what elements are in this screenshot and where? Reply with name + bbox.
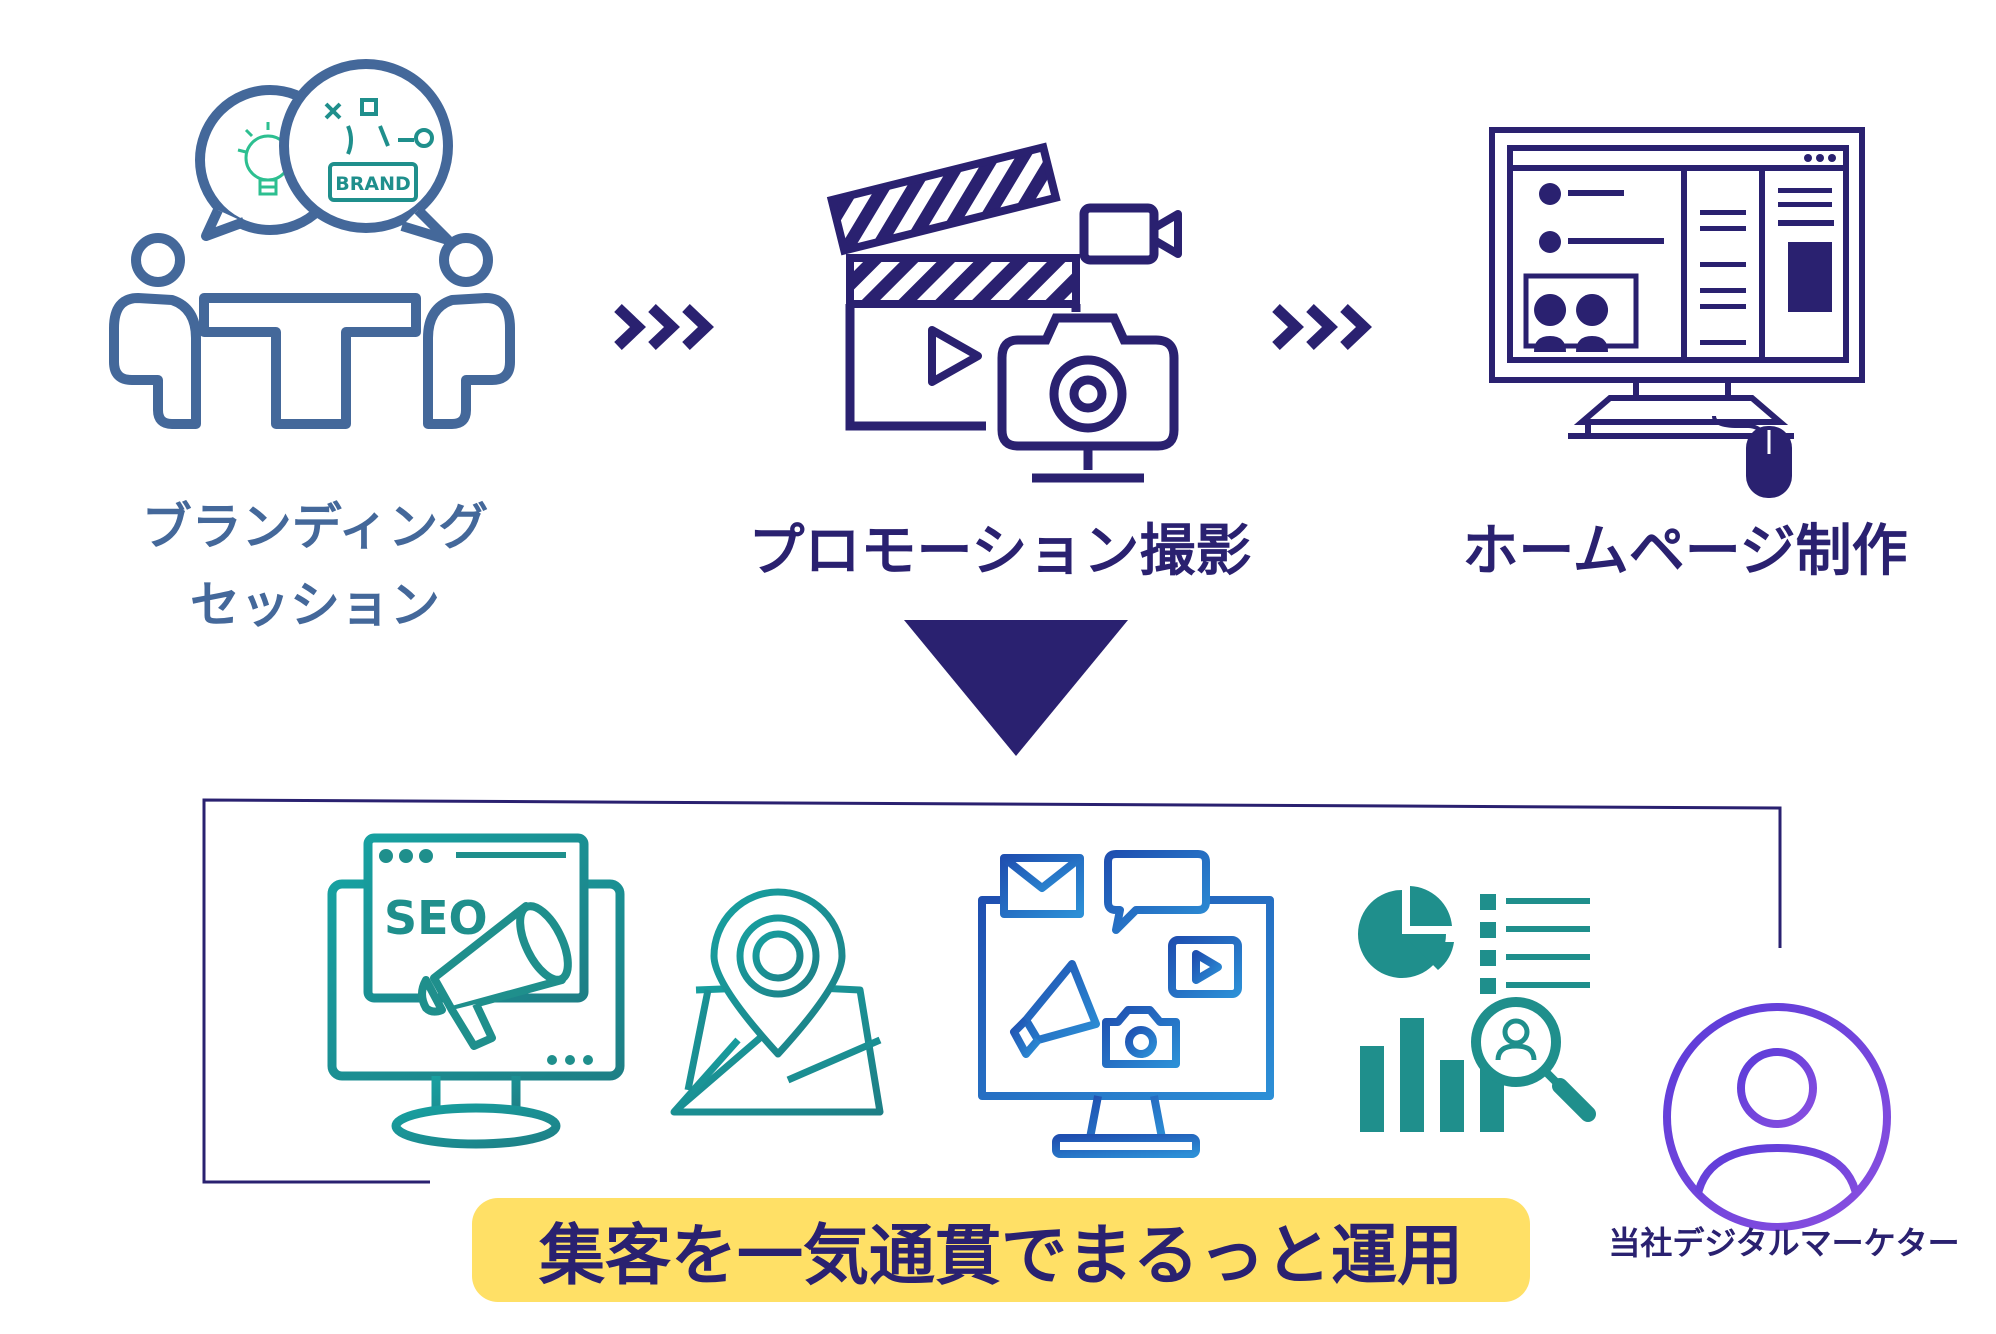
branding-label-line1: ブランディング — [141, 498, 489, 556]
person-head-right — [439, 233, 493, 287]
down-arrow-icon — [904, 620, 1128, 756]
banner-text: 集客を一気通貫でまるっと運用 — [539, 1217, 1463, 1294]
homepage-label: ホームページ制作 — [1462, 519, 1908, 584]
video-camera-icon — [1079, 203, 1182, 265]
digital-marketing-monitor-icon — [978, 850, 1274, 1158]
user-avatar-icon — [1663, 1003, 1891, 1231]
megaphone-icon — [418, 902, 572, 1050]
branding-label-line2: セッション — [190, 576, 440, 634]
summary-banner: 集客を一気通貫でまるっと運用 — [472, 1198, 1530, 1302]
marketer-label: 当社デジタルマーケター — [1608, 1224, 1960, 1262]
promotion-label: プロモーション撮影 — [748, 519, 1252, 584]
arrow-right-icon-2 — [1272, 304, 1372, 350]
brand-bubble-icon: BRAND — [279, 59, 453, 245]
photo-camera-icon — [997, 313, 1179, 483]
monitor-website-icon — [1489, 127, 1865, 498]
branding-label: ブランディング セッション — [100, 488, 530, 644]
magnifier-icon — [1471, 997, 1596, 1122]
arrow-right-icon — [614, 304, 714, 350]
person-head-left — [131, 233, 185, 287]
analytics-icon — [1358, 886, 1596, 1132]
meeting-icon: BRAND — [109, 59, 515, 429]
seo-text: SEO — [384, 891, 488, 945]
map-pin-icon — [670, 888, 884, 1116]
brand-badge: BRAND — [335, 173, 411, 195]
mouse-icon — [1746, 426, 1792, 498]
seo-monitor-icon: SEO — [327, 833, 625, 1149]
clapperboard-icon — [826, 142, 1182, 483]
